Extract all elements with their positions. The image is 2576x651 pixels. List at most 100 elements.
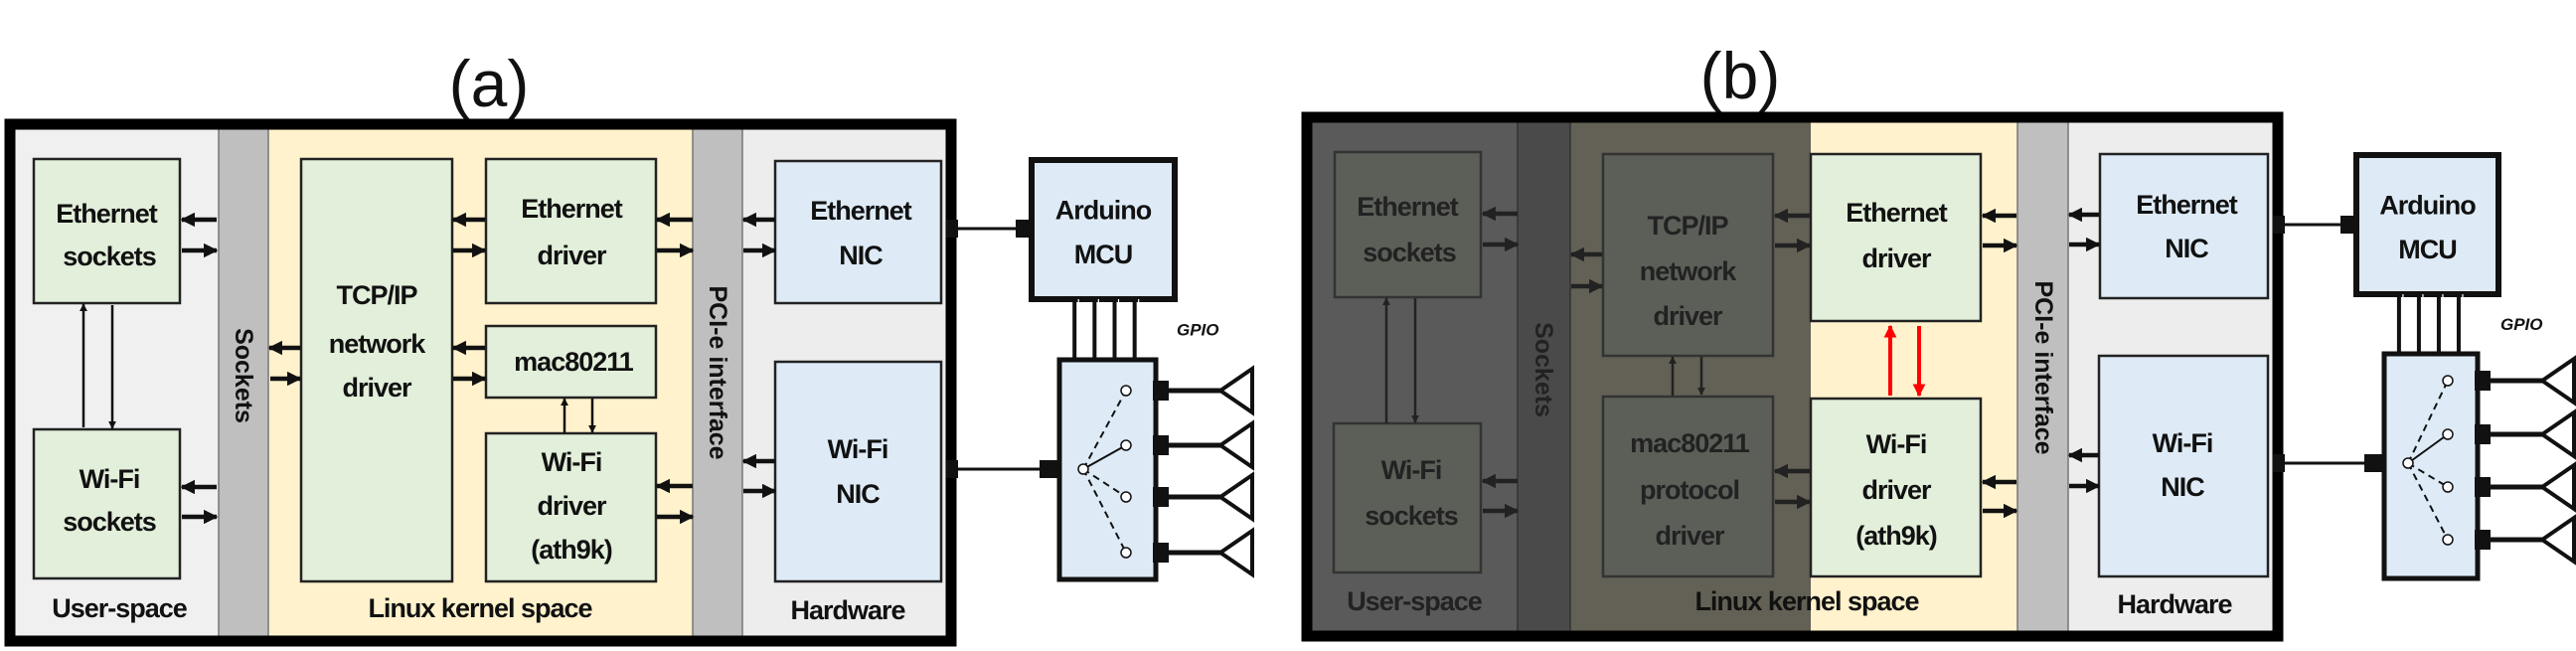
connector-icon <box>2475 424 2491 444</box>
sockets-bar <box>219 129 268 636</box>
pcie-interface-label: PCI-e interface <box>704 285 731 459</box>
panel-b-title: (b) <box>1700 39 1781 112</box>
ethernet-driver-label: Ethernet <box>521 194 623 224</box>
user-space-label: User-space <box>52 593 188 623</box>
tcpip-label: network <box>329 329 427 359</box>
connector-icon <box>2273 454 2285 472</box>
connector-icon <box>2475 530 2491 550</box>
panel-a-frame <box>4 118 957 647</box>
ethernet-nic-label: Ethernet <box>810 196 912 226</box>
wifi-driver-label: (ath9k) <box>531 535 612 565</box>
ethernet-nic-box <box>2098 152 2270 300</box>
arduino-mcu-box <box>1029 157 1178 302</box>
switch-port-icon <box>1120 491 1132 503</box>
antenna-icon <box>2538 514 2576 566</box>
ethernet-driver-box <box>1809 152 1983 323</box>
wifi-sockets-label: sockets <box>1365 501 1458 531</box>
panel-b: (b) Ethernet sockets Wi-Fi sockets TCP/I… <box>1301 39 2576 642</box>
wifi-sockets-label: Wi-Fi <box>1381 455 1442 485</box>
panel-a-title: (a) <box>449 47 530 120</box>
gpio-label: GPIO <box>1177 321 1219 340</box>
sockets-label: Sockets <box>1530 322 1557 417</box>
connector-icon <box>1153 435 1169 455</box>
tcpip-driver-box <box>1601 152 1775 358</box>
ethernet-nic-label: NIC <box>839 241 883 270</box>
switch-port-icon <box>2442 375 2454 387</box>
wifi-driver-label: Wi-Fi <box>1866 429 1927 459</box>
antenna-icon <box>1216 527 1254 578</box>
mac80211-label: mac80211 <box>1630 428 1750 458</box>
ethernet-sockets-label: Ethernet <box>1357 192 1459 222</box>
rf-switch-box <box>2381 351 2481 581</box>
switch-port-icon <box>2442 481 2454 493</box>
ethernet-nic-box <box>773 159 943 305</box>
wifi-sockets-label: sockets <box>63 507 156 537</box>
kernel-space-label: Linux kernel space <box>1694 586 1919 616</box>
arduino-mcu-label: MCU <box>2398 235 2457 264</box>
wifi-nic-label: Wi-Fi <box>2153 428 2213 458</box>
connector-icon <box>1016 220 1032 238</box>
connector-icon <box>2273 216 2285 234</box>
wifi-driver-label: Wi-Fi <box>542 447 602 477</box>
pcie-interface-label: PCI-e interface <box>2029 280 2057 454</box>
antenna-icon <box>2538 461 2576 513</box>
switch-port-icon <box>2442 534 2454 546</box>
switch-inactive-path <box>2407 380 2449 464</box>
ethernet-driver-box <box>484 157 658 305</box>
hardware-label: Hardware <box>2117 589 2232 619</box>
wifi-nic-label: NIC <box>836 479 880 509</box>
wifi-sockets-box <box>32 427 182 580</box>
switch-inactive-path <box>1082 468 1127 498</box>
wifi-nic-label: NIC <box>2161 472 2204 502</box>
wifi-sockets-box <box>1332 421 1483 574</box>
sockets-bar <box>1518 122 1570 631</box>
sockets-label: Sockets <box>230 328 257 423</box>
kernel-space-label: Linux kernel space <box>368 593 592 623</box>
connector-icon <box>2364 454 2384 472</box>
wifi-nic-box <box>2097 354 2270 578</box>
panel-a: (a) Ethernet sockets Wi-Fi sockets TCP/I… <box>4 47 1254 647</box>
connector-icon <box>946 220 958 238</box>
ethernet-sockets-box <box>1333 150 1483 299</box>
wifi-driver-box <box>1809 397 1983 578</box>
connector-icon <box>2475 477 2491 497</box>
wifi-driver-label: driver <box>1861 475 1932 505</box>
arduino-mcu-label: Arduino <box>2379 190 2476 220</box>
wifi-driver-label: driver <box>537 491 607 521</box>
switch-common-port-icon <box>1077 463 1089 475</box>
ethernet-driver-label: driver <box>1861 244 1932 273</box>
connector-icon <box>1040 460 1059 478</box>
mac80211-label: mac80211 <box>514 347 634 377</box>
antenna-icon <box>1216 471 1254 523</box>
tcpip-label: driver <box>1653 301 1723 331</box>
switch-port-icon <box>1120 385 1132 397</box>
wifi-nic-label: Wi-Fi <box>828 434 888 464</box>
pcie-bar <box>2017 122 2068 631</box>
switch-port-icon <box>2442 428 2454 440</box>
switch-port-icon <box>1120 547 1132 559</box>
switch-inactive-path <box>1082 390 1127 470</box>
arduino-mcu-label: Arduino <box>1055 195 1152 225</box>
connector-icon <box>1153 381 1169 401</box>
connector-icon <box>1153 543 1169 563</box>
rf-switch-box <box>1056 357 1159 582</box>
panel-b-frame <box>1301 111 2284 642</box>
switch-active-path <box>2407 433 2449 464</box>
antenna-icon <box>2538 408 2576 460</box>
mac80211-box <box>484 324 658 400</box>
switch-common-port-icon <box>2402 457 2414 469</box>
switch-inactive-path <box>1082 468 1127 554</box>
arrows-a <box>79 212 777 525</box>
ethernet-sockets-box <box>32 157 182 305</box>
ethernet-sockets-label: sockets <box>63 242 156 271</box>
ethernet-sockets-label: Ethernet <box>56 199 158 229</box>
antenna-icon <box>1216 419 1254 471</box>
antenna-icon <box>1216 365 1254 416</box>
mac80211-label: protocol <box>1640 475 1739 505</box>
connector-icon <box>2475 371 2491 391</box>
tcpip-label: TCP/IP <box>1647 211 1728 241</box>
arrows-b <box>1381 206 2101 519</box>
gpio-label: GPIO <box>2500 315 2543 334</box>
arduino-mcu-label: MCU <box>1074 240 1133 269</box>
